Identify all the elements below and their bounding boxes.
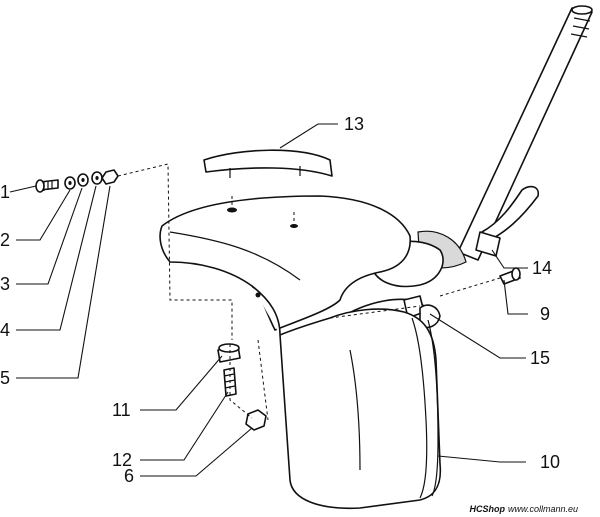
- callout-14: 14: [532, 258, 552, 278]
- washer-2: [64, 176, 76, 190]
- callout-9: 9: [540, 304, 550, 324]
- steering-tube: [369, 5, 593, 288]
- front-mudguard: [159, 195, 442, 510]
- callout-13: 13: [344, 114, 364, 134]
- nut-6: [245, 409, 267, 431]
- callout-2: 2: [0, 230, 10, 250]
- credit-brand: HCShop: [470, 504, 506, 514]
- credit-url: www.collmann.eu: [508, 504, 578, 514]
- washer-3: [77, 173, 89, 187]
- callout-11: 11: [112, 400, 131, 420]
- callout-10: 10: [540, 452, 560, 472]
- callout-6: 6: [124, 466, 134, 486]
- callout-1: 1: [0, 182, 10, 202]
- callout-15: 15: [530, 348, 550, 368]
- mudguard-trim-13: [203, 149, 333, 178]
- callout-3: 3: [0, 274, 10, 294]
- nut-5: [101, 169, 119, 185]
- rubber-grommet-11: [217, 343, 241, 363]
- callout-12: 12: [112, 450, 132, 470]
- screw-9: [499, 267, 521, 285]
- callout-5: 5: [0, 368, 10, 388]
- leader-lines: [9, 123, 528, 477]
- hose-clamp-15: [403, 295, 441, 329]
- washer-4: [91, 171, 103, 185]
- screw-1: [35, 179, 59, 193]
- assembly-lines: [117, 163, 501, 421]
- callout-4: 4: [0, 320, 10, 340]
